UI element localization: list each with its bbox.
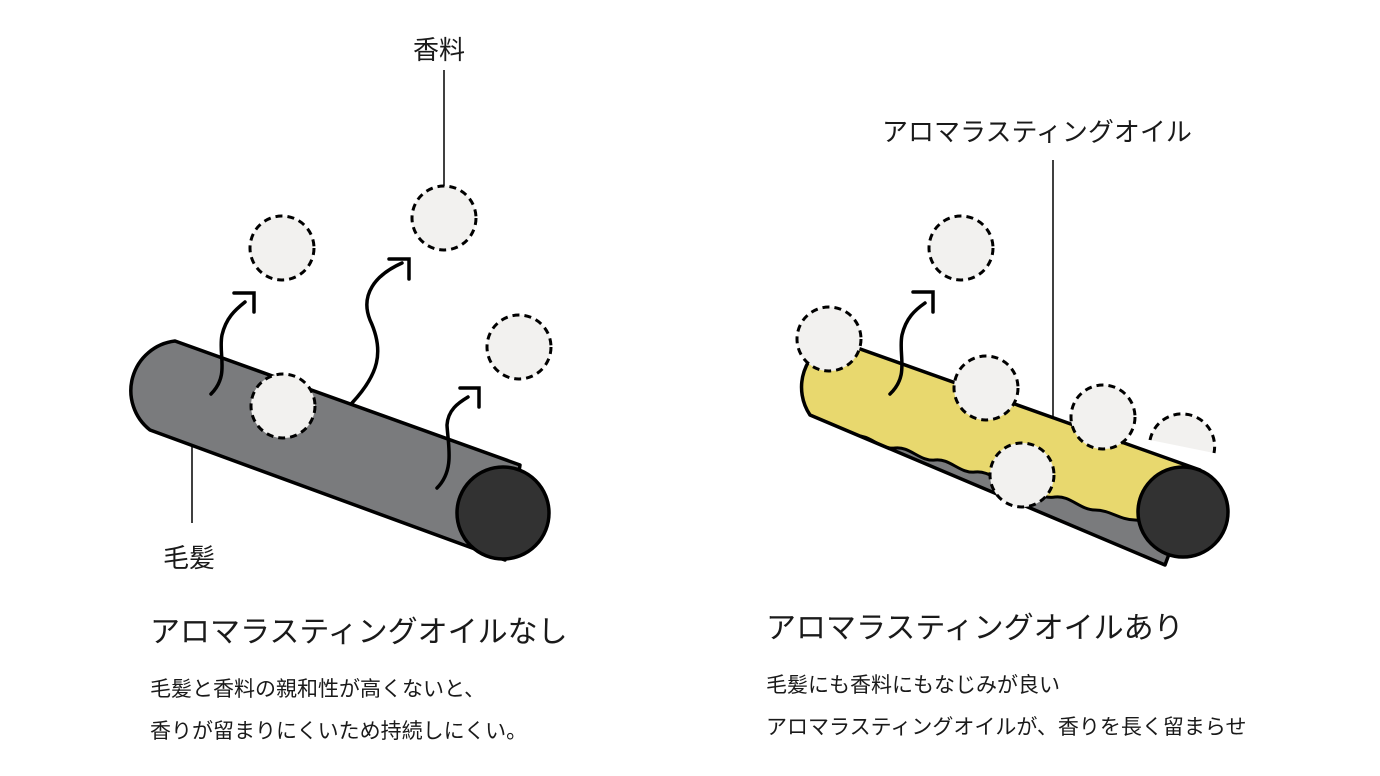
arrow-head xyxy=(458,386,481,409)
left-illustration xyxy=(129,70,553,562)
fragrance-molecule xyxy=(485,313,553,381)
left-panel-description: 毛髪と香料の親和性が高くないと、 香りが留まりにくいため持続しにくい。 xyxy=(150,668,527,752)
fragrance-molecule xyxy=(1069,383,1137,451)
right-illustration xyxy=(795,160,1230,567)
escape-arrows xyxy=(888,290,935,396)
fragrance-molecule xyxy=(952,354,1020,422)
description-line: 毛髪にも香料にもなじみが良い xyxy=(766,673,1060,697)
fragrance-molecule xyxy=(795,305,863,373)
wavy-arrow xyxy=(350,261,404,405)
fragrance-molecule xyxy=(249,372,317,440)
hair-cross-section xyxy=(455,465,551,561)
fragrance-molecule-partial xyxy=(1148,412,1217,454)
fragrance-label: 香料 xyxy=(413,36,466,66)
description-line: アロマラスティングオイルが、香りを長く留まらせ xyxy=(766,715,1247,739)
oil-label: アロマラスティングオイル xyxy=(882,118,1192,148)
fragrance-molecule xyxy=(927,214,995,282)
fragrance-molecule xyxy=(410,184,478,252)
fragrance-molecule xyxy=(988,441,1056,509)
escape-arrows xyxy=(209,257,481,490)
description-line: 毛髪と香料の親和性が高くないと、 xyxy=(150,677,486,701)
arrow-head xyxy=(387,257,411,281)
right-panel-title: アロマラスティングオイルあり xyxy=(766,611,1184,646)
wavy-arrow xyxy=(209,300,247,396)
hair-cross-section xyxy=(1136,465,1230,559)
arrow-head xyxy=(232,291,256,314)
right-panel-description: 毛髪にも香料にもなじみが良い アロマラスティングオイルが、香りを長く留まらせ xyxy=(766,664,1246,748)
hair-strand xyxy=(129,339,522,562)
wavy-arrow xyxy=(435,395,470,490)
arrow-head xyxy=(911,290,935,314)
description-line: 香りが留まりにくいため持続しにくい。 xyxy=(150,719,528,743)
hair-label: 毛髪 xyxy=(163,544,216,574)
wavy-arrow xyxy=(888,301,927,396)
left-panel-title: アロマラスティングオイルなし xyxy=(150,615,568,650)
fragrance-molecule xyxy=(248,214,316,282)
